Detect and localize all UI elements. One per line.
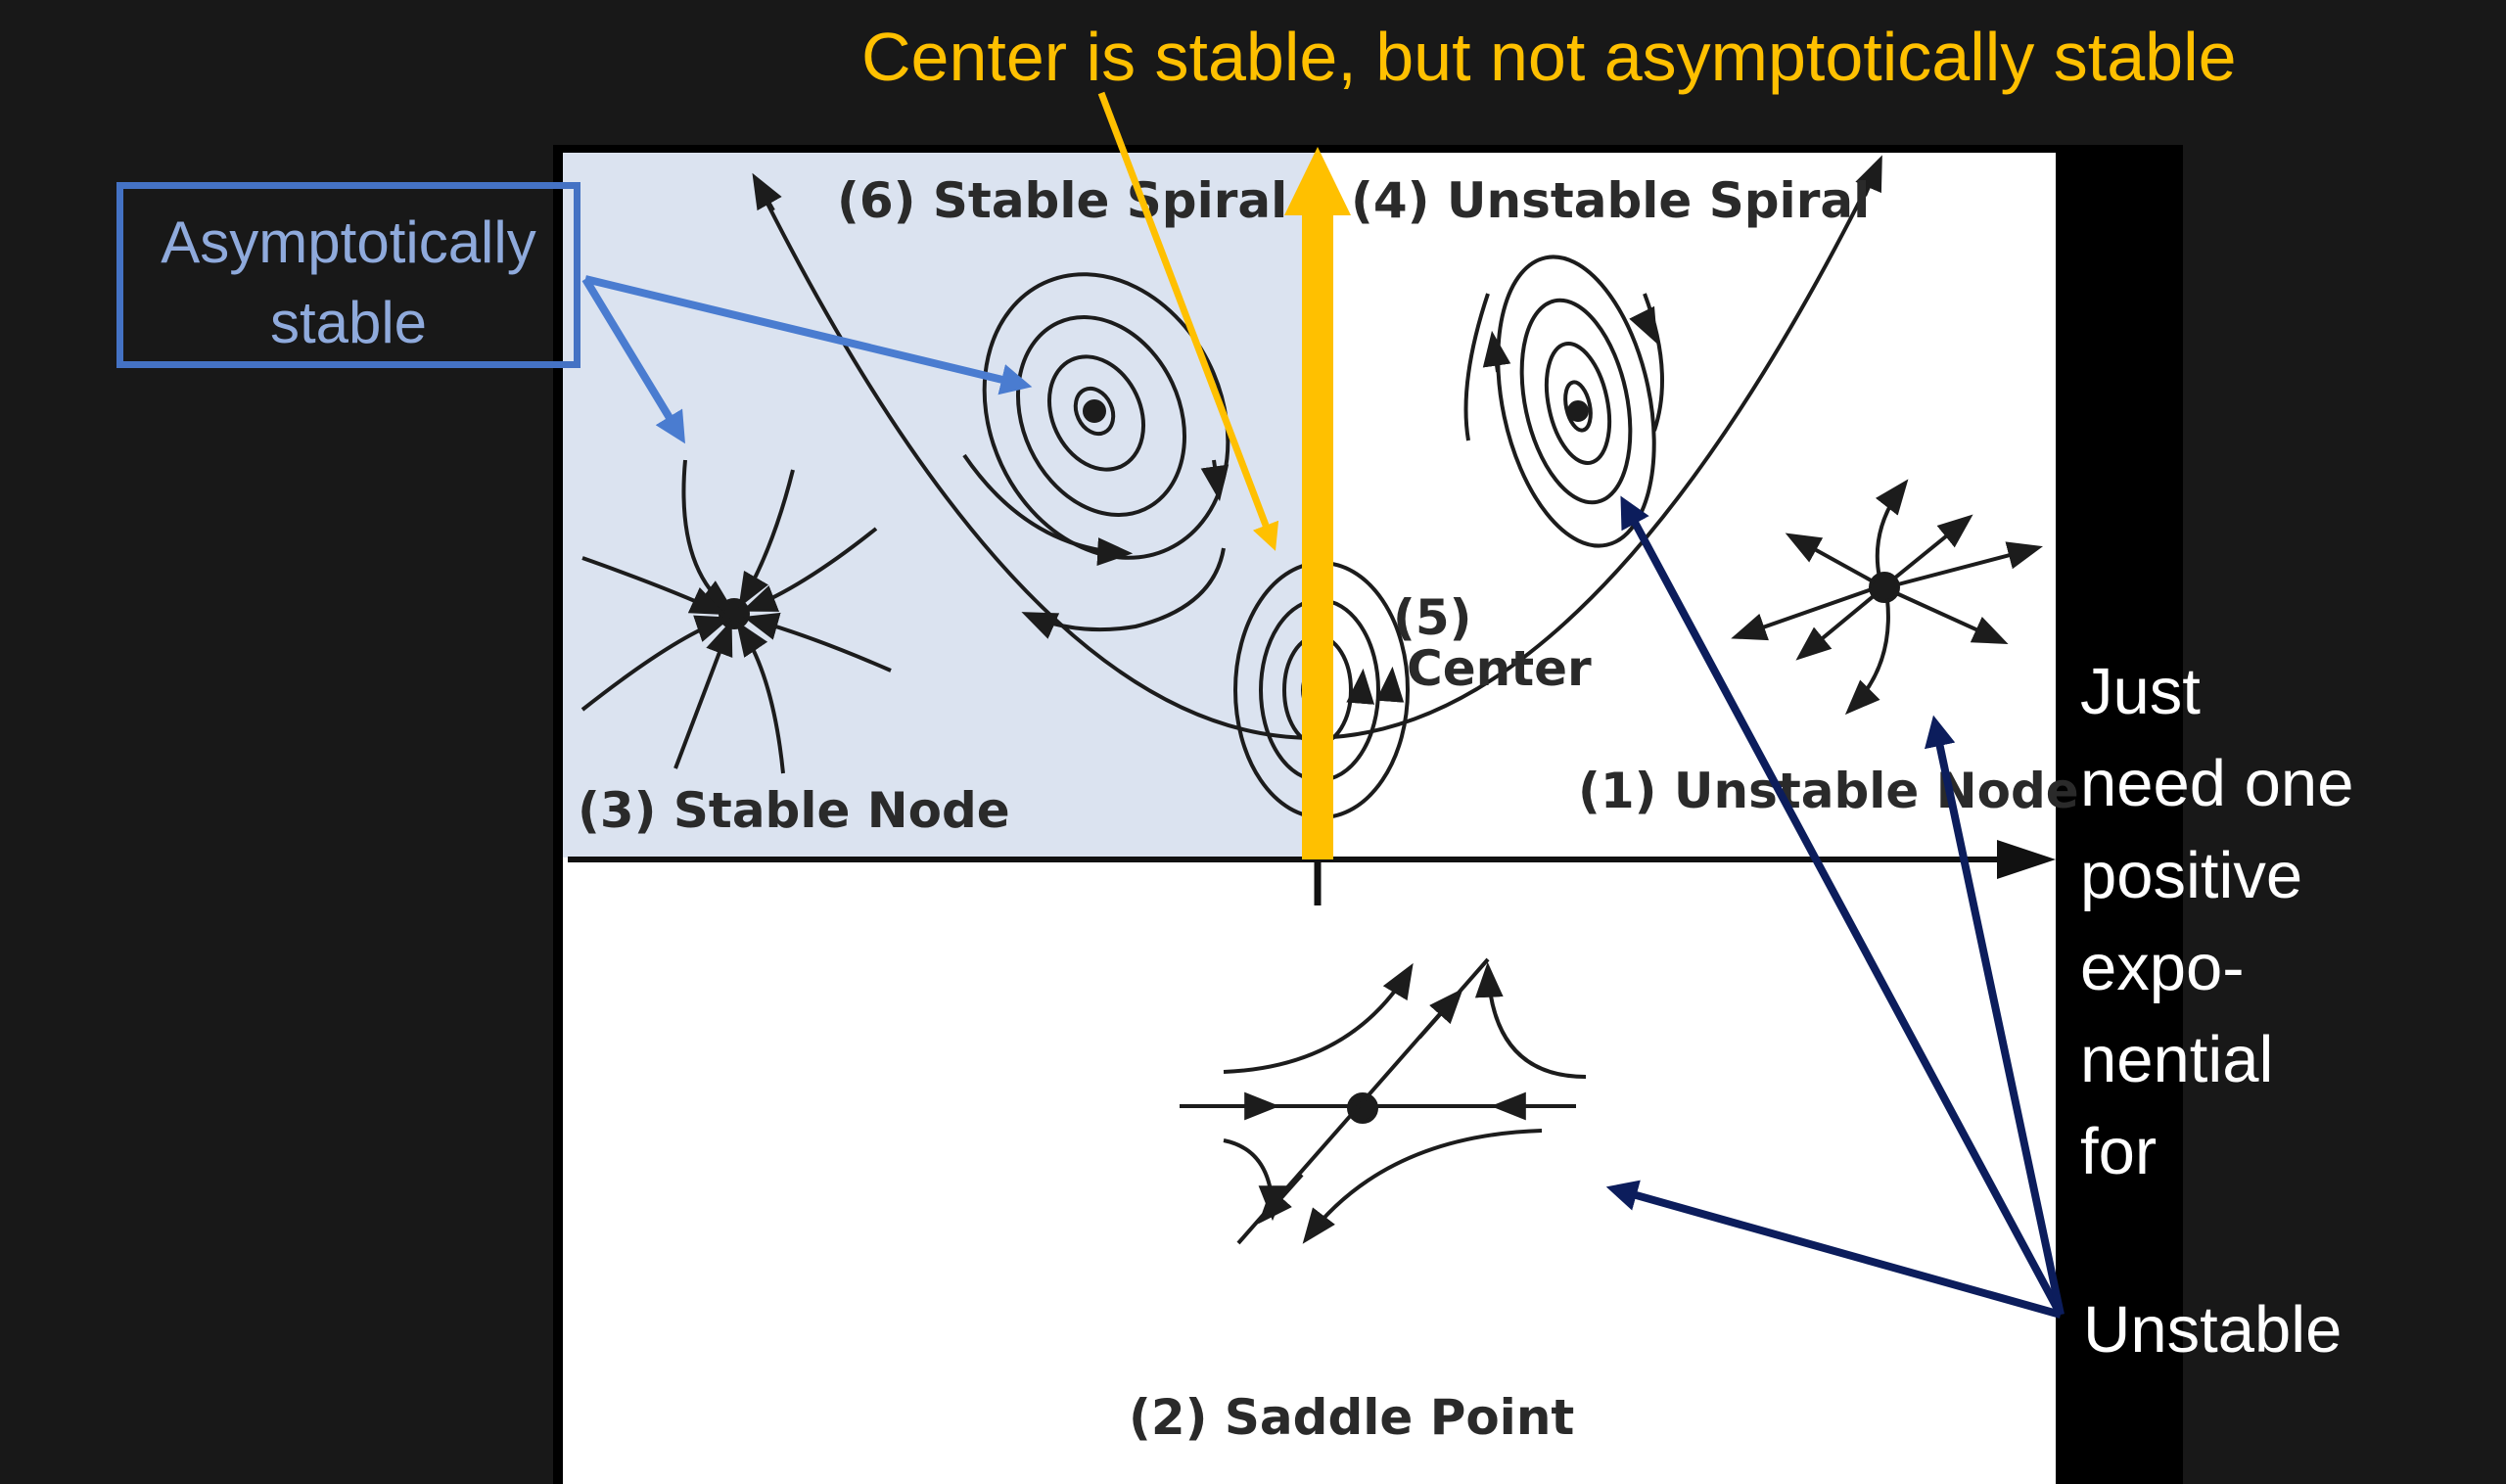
label-center: Center xyxy=(1407,640,1592,697)
saddle-point-sketch xyxy=(1180,957,1587,1245)
asymptotic-box-line-2: stable xyxy=(269,290,428,355)
label-unstable-node: (1) Unstable Node xyxy=(1578,763,2079,819)
panel-left-edge xyxy=(553,145,563,1484)
horizontal-axis-arrowhead xyxy=(1997,840,2056,879)
stable-spiral-sketch xyxy=(962,272,1230,639)
asymptotic-arrow-node xyxy=(581,276,685,444)
asymptotically-stable-box: Asymptotically stable xyxy=(116,182,580,368)
label-saddle-point: (2) Saddle Point xyxy=(1129,1389,1574,1446)
note-line: expo- xyxy=(2080,931,2245,1004)
note-line: need one xyxy=(2080,747,2354,820)
unstable-arrow-node xyxy=(1924,715,2065,1316)
note-line: for xyxy=(2080,1115,2158,1188)
label-stable-node: (3) Stable Node xyxy=(578,782,1010,839)
unstable-label: Unstable xyxy=(2083,1293,2343,1367)
center-axis-arrowhead xyxy=(1284,147,1351,215)
label-unstable-spiral: (4) Unstable Spiral xyxy=(1351,172,1870,229)
note-line: positive xyxy=(2080,839,2303,912)
label-stable-spiral: (6) Stable Spiral xyxy=(837,172,1287,229)
unstable-arrow-spiral xyxy=(1620,495,2065,1317)
right-black-strip xyxy=(2056,145,2183,1484)
stable-node-sketch xyxy=(580,459,892,774)
stable-region-shade xyxy=(563,153,1317,858)
asymptotic-arrow-spiral xyxy=(584,275,1033,395)
parabola-arrow-right xyxy=(1855,155,1882,197)
note-line: nential xyxy=(2080,1023,2274,1096)
panel-top-edge xyxy=(553,145,2056,153)
note-line: Just xyxy=(2080,655,2201,728)
center-callout-arrow xyxy=(1097,91,1279,551)
unstable-explanation-note: Just need one positive expo- nential for xyxy=(2080,646,2491,1198)
center-stability-annotation: Center is stable, but not asymptotically… xyxy=(861,19,2237,95)
unstable-spiral-sketch xyxy=(1463,255,1664,548)
label-center-number: (5) xyxy=(1393,589,1472,646)
unstable-arrow-saddle xyxy=(1605,1180,2063,1319)
parabola-arrow-left xyxy=(752,172,782,211)
unstable-node-sketch xyxy=(1731,479,2043,716)
asymptotic-box-line-1: Asymptotically xyxy=(161,209,536,275)
center-axis-highlight xyxy=(1302,210,1333,859)
